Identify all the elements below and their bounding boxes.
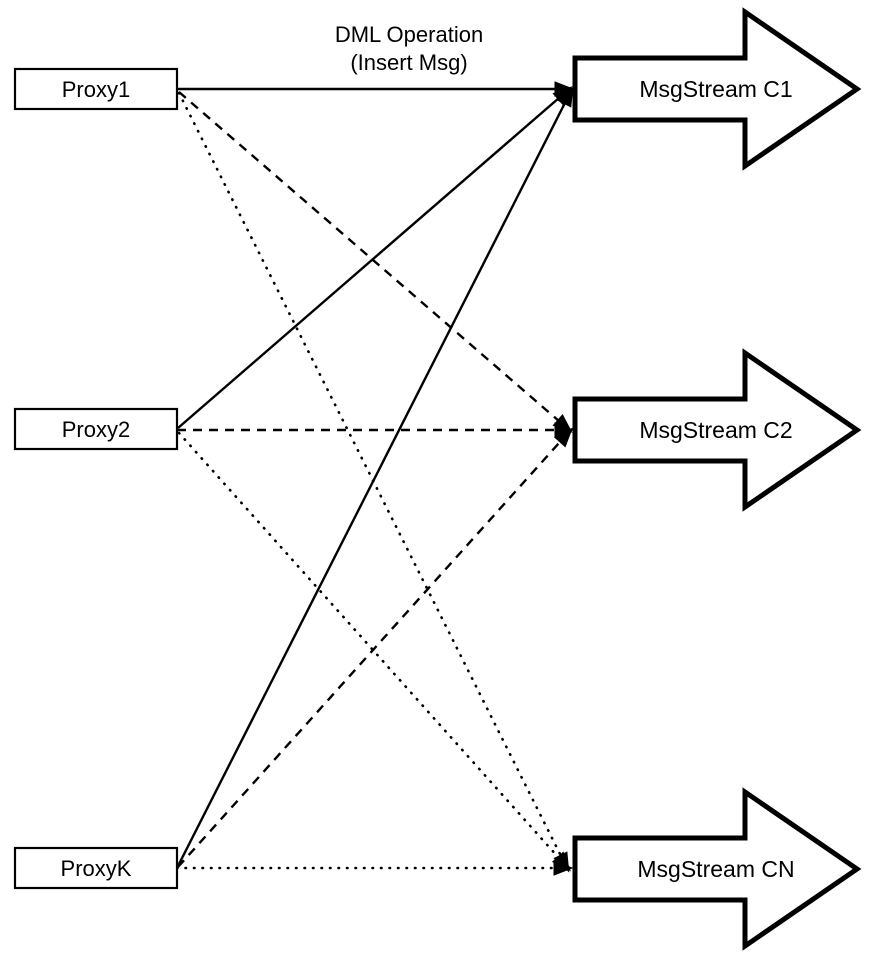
msgstream-node-2[interactable]: MsgStream C2 (572, 348, 862, 512)
proxy-label: ProxyK (61, 856, 132, 881)
proxy-node-2[interactable]: Proxy2 (13, 407, 179, 451)
edge-proxyk-to-msgstream-c1[interactable] (176, 92, 572, 867)
proxy-box-rect (13, 407, 179, 451)
edges-layer (175, 87, 572, 870)
block-arrow-shape (572, 7, 862, 171)
edge-proxy2-to-msgstream-c1[interactable] (177, 90, 568, 429)
msgstream-label: MsgStream C1 (639, 76, 792, 102)
arrowhead-proxyk-to-msgstream-c1 (557, 86, 574, 108)
msgstream-node-3[interactable]: MsgStream CN (572, 787, 862, 951)
arrowhead-proxyk-to-msgstream-cn (553, 860, 574, 876)
msgstream-nodes-layer: MsgStream C1 MsgStream C2 MsgStream CN (572, 7, 862, 951)
edge-proxyk-to-msgstream-c2[interactable] (177, 432, 569, 868)
proxy-node-3[interactable]: ProxyK (13, 846, 179, 890)
msgstream-label: MsgStream CN (637, 856, 794, 882)
proxy-label: Proxy1 (62, 77, 130, 102)
proxy-box-rect (13, 67, 179, 111)
block-arrow-shape (572, 348, 862, 512)
annotation-dml-operation: DML Operation (Insert Msg) (335, 22, 483, 75)
arrowhead-proxyk-to-msgstream-c2 (553, 427, 573, 448)
edge-proxy1-to-msgstream-cn[interactable] (177, 91, 568, 868)
proxy-box-rect (13, 846, 179, 890)
msgstream-node-1[interactable]: MsgStream C1 (572, 7, 862, 171)
proxy-label: Proxy2 (62, 417, 130, 442)
annotations-layer: DML Operation (Insert Msg) (335, 22, 483, 75)
annotation-line-2: (Insert Msg) (350, 50, 467, 75)
msgstream-label: MsgStream C2 (639, 417, 792, 443)
proxy-node-1[interactable]: Proxy1 (13, 67, 179, 111)
arrowheads-layer (551, 81, 575, 876)
block-arrow-shape (572, 787, 862, 951)
annotation-line-1: DML Operation (335, 22, 483, 47)
